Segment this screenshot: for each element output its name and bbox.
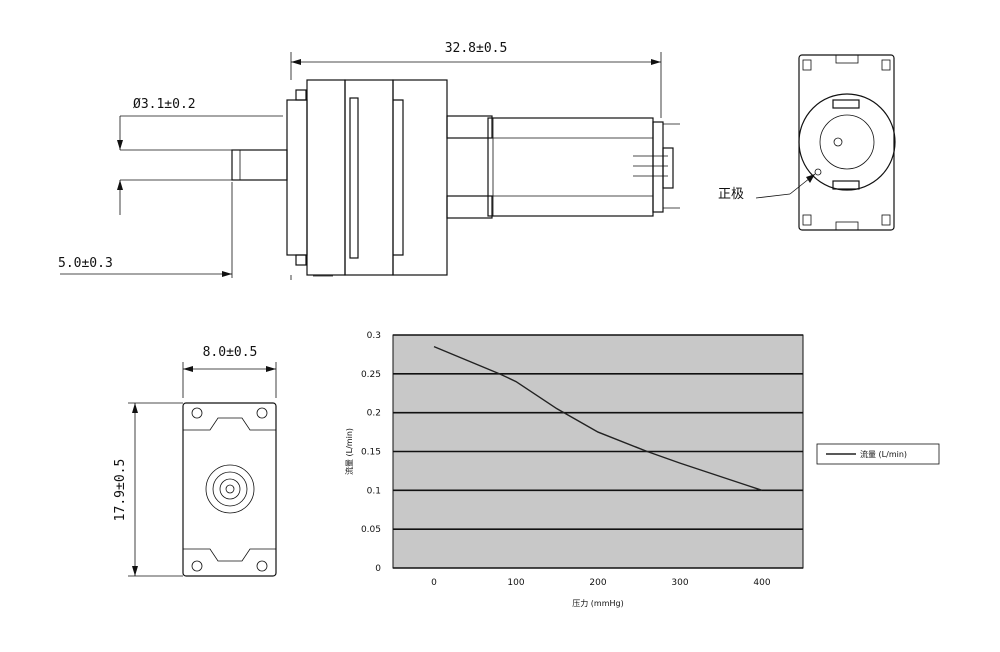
x-tick-label: 100 [507, 578, 524, 588]
y-tick-label: 0.25 [361, 370, 381, 380]
x-axis-ticks: 0 100 200 300 400 [431, 578, 771, 588]
shaft-length-label: 5.0±0.3 [58, 256, 113, 271]
y-tick-label: 0.2 [367, 409, 381, 419]
side-view: 32.8±0.5 Ø3.1±0.2 5.0±0.3 [58, 41, 680, 280]
y-axis-ticks: 0 0.05 0.1 0.15 0.2 0.25 0.3 [361, 331, 381, 574]
y-tick-label: 0.1 [367, 486, 381, 496]
height-label: 17.9±0.5 [113, 459, 128, 522]
x-tick-label: 0 [431, 578, 437, 588]
y-tick-label: 0 [375, 564, 381, 574]
overall-length-label: 32.8±0.5 [445, 41, 508, 56]
positive-terminal-label: 正极 [718, 187, 744, 202]
x-tick-label: 200 [589, 578, 606, 588]
series-line [433, 346, 763, 491]
flow-pressure-chart: 0 0.05 0.1 0.15 0.2 0.25 0.3 0 100 200 300 400 流量 … [344, 331, 940, 608]
y-tick-label: 0.05 [361, 525, 381, 535]
width-label: 8.0±0.5 [203, 345, 258, 360]
x-tick-label: 400 [753, 578, 770, 588]
end-view: 正极 [718, 54, 896, 231]
y-tick-label: 0.15 [361, 448, 381, 458]
x-axis-label: 压力 (mmHg) [572, 598, 623, 608]
y-axis-label: 流量 (L/min) [344, 428, 354, 475]
shaft-diameter-label: Ø3.1±0.2 [133, 97, 196, 112]
y-tick-label: 0.3 [367, 331, 381, 341]
front-view: 8.0±0.5 17.9±0.5 [113, 345, 277, 577]
grid [393, 334, 803, 569]
x-tick-label: 300 [671, 578, 688, 588]
legend: 流量 (L/min) [816, 443, 940, 465]
legend-label: 流量 (L/min) [860, 449, 907, 459]
